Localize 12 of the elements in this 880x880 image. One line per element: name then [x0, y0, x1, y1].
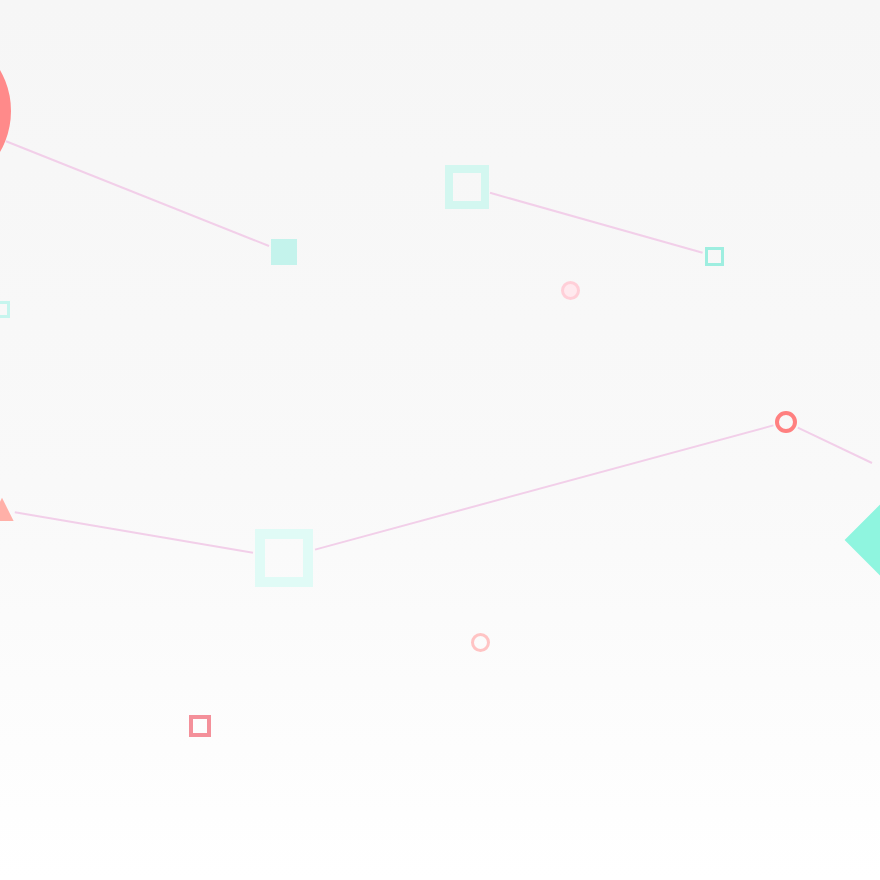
- connector-line: [796, 426, 873, 464]
- square-shape: [270, 238, 298, 266]
- square-shape: [188, 714, 212, 738]
- square-shape: [254, 528, 314, 588]
- connector-line: [5, 140, 270, 247]
- square-shape: [703, 245, 725, 267]
- connector-line: [489, 191, 704, 254]
- connector-line: [314, 424, 775, 551]
- square-shape: [443, 163, 489, 209]
- circle-shape: [559, 279, 581, 301]
- circle-shape: [774, 410, 798, 434]
- circle-shape: [469, 631, 491, 653]
